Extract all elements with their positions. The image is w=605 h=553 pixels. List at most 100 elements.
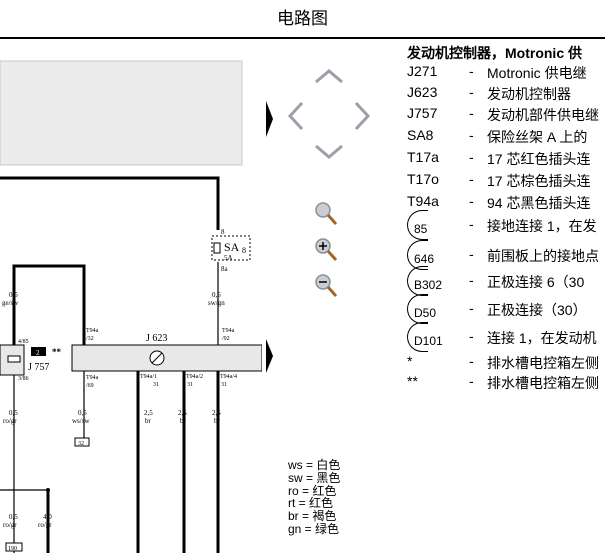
pin-t94a-4: T94a/4 (220, 374, 237, 380)
legend-panel: 发动机控制器，Motronic 供 J271 - Motronic 供电继 J6… (405, 41, 605, 401)
zoom-out-button[interactable] (312, 271, 340, 299)
color-code-item: br = 褐色 (288, 509, 337, 524)
legend-desc: 发动机控制器 (487, 86, 571, 102)
pan-up-icon (315, 69, 343, 84)
connection-circle-icon: 85 (407, 210, 439, 240)
wire-t94a-2-color: br (180, 417, 187, 425)
legend-title: 发动机控制器，Motronic 供 (407, 45, 582, 61)
wire-t94a-4-gauge: 2,5 (212, 409, 221, 417)
pan-down-icon (315, 144, 343, 159)
legend-row: J271 - Motronic 供电继 (407, 63, 587, 81)
wire-sa8-color: sw/gn (208, 299, 225, 307)
connection-circle-icon: B302 (407, 266, 442, 296)
legend-desc: 94 芯黑色插头连 (487, 195, 591, 211)
title-divider (0, 37, 605, 39)
legend-code: SA8 (407, 127, 434, 143)
zoom-fit-icon (315, 202, 338, 225)
wire-branch-a-color: ro/gr (3, 521, 17, 529)
relay-j757-stars: ** (52, 347, 62, 357)
fuse-sa8-name: SA (224, 240, 240, 254)
connection-circle-icon: D101 (407, 322, 443, 352)
legend-circled-row: 85 - 接地连接 1，在发 (407, 210, 605, 240)
legend-desc: 接地连接 1，在发 (487, 218, 597, 234)
legend-code: T17o (407, 171, 439, 187)
fuse-sa8-pin-top: 8 (221, 228, 225, 236)
legend-code: J757 (407, 105, 438, 121)
legend-code: J271 (407, 63, 438, 79)
fuse-sa8-sub: 8 (242, 246, 246, 255)
pin-t94a-69b: /69 (86, 383, 94, 389)
legend-note-mark: * (407, 353, 413, 369)
pan-right-button[interactable] (352, 101, 374, 131)
circuit-diagram[interactable]: SA 8 5A 8 8a 0,5 sw/gn 0,5 ge/sw J 623 T… (0, 39, 262, 553)
legend-row: T94a - 94 芯黑色插头连 (407, 193, 591, 211)
pan-down-button[interactable] (314, 139, 344, 165)
wire-t94a-69-color: ws/sw (72, 417, 90, 425)
pan-left-icon (287, 101, 304, 131)
zoom-fit-button[interactable] (312, 199, 340, 227)
relay-j757-num: 2 (36, 349, 40, 357)
ecu-j623-label: J 623 (146, 333, 167, 344)
legend-code: T94a (407, 193, 439, 209)
next-page-button[interactable] (262, 337, 278, 377)
collapse-left-button[interactable] (262, 97, 278, 141)
legend-circled-row: D101 - 连接 1，在发动机 (407, 322, 605, 352)
color-code-item: rt = 红色 (288, 496, 334, 511)
wire-branch-b-color: ro/gr (38, 521, 52, 529)
pan-left-button[interactable] (286, 101, 308, 131)
color-code-list: ws = 白色 sw = 黑色 ro = 红色 rt = 红色 br = 褐色 … (288, 459, 340, 536)
component-block (0, 60, 243, 166)
legend-code: J623 (407, 84, 438, 100)
wire-t94a-69-gauge: 0,5 (78, 409, 87, 417)
legend-note-row: ** - 排水槽电控箱左侧 (407, 373, 599, 391)
zoom-out-icon (315, 274, 338, 297)
legend-row: J623 - 发动机控制器 (407, 84, 571, 102)
pan-right-icon (354, 101, 371, 131)
color-code-item: ws = 白色 (288, 458, 341, 472)
fuse-sa8-element (213, 242, 221, 254)
legend-desc: 保险丝架 A 上的 (487, 129, 588, 145)
pin-t94a-32: T94a (86, 328, 99, 334)
collapse-left-arrow-icon (266, 101, 273, 137)
legend-circled-row: D50 - 正极连接（30） (407, 294, 605, 324)
legend-desc: 正极连接（30） (487, 302, 587, 318)
navigation-panel (262, 39, 402, 553)
pin-t94a-2: T94a/2 (186, 374, 203, 380)
wire-j757-out-color: ro/gr (3, 417, 17, 425)
ecu-j623 (71, 344, 262, 372)
legend-desc: 排水槽电控箱左侧 (487, 355, 599, 371)
legend-row: SA8 - 保险丝架 A 上的 (407, 127, 588, 145)
pin-t94a-1: T94a/1 (140, 374, 157, 380)
pin-t94a-4b: 31 (221, 382, 227, 388)
zoom-in-icon (315, 238, 338, 261)
next-page-arrow-icon (266, 339, 273, 373)
wire-branch-b-gauge: 4,0 (43, 513, 52, 521)
legend-note-row: * - 排水槽电控箱左侧 (407, 353, 599, 371)
legend-desc: 排水槽电控箱左侧 (487, 375, 599, 391)
legend-desc: 17 芯红色插头连 (487, 151, 591, 167)
color-code-item: ro = 红色 (288, 483, 337, 498)
wire-ref-32-num: 32 (78, 441, 84, 447)
pan-up-button[interactable] (314, 63, 344, 89)
pin-t94a-2b: 31 (187, 382, 193, 388)
wire-j757-feed (12, 264, 86, 345)
relay-j757-label: J 757 (28, 362, 49, 373)
wire-ref-32 (74, 437, 90, 447)
pin-t94a-32b: /32 (86, 336, 94, 342)
wire-ref-190-num: 190 (8, 546, 17, 552)
connection-circle-icon: D50 (407, 294, 439, 324)
wire-t94a-1-gauge: 2,5 (144, 409, 153, 417)
legend-note-mark: ** (407, 373, 418, 389)
wire-j757-out-gauge: 0,5 (9, 409, 18, 417)
zoom-in-button[interactable] (312, 235, 340, 263)
legend-code: T17a (407, 149, 439, 165)
legend-circled-row: B302 - 正极连接 6（30 (407, 266, 605, 296)
color-code-item: gn = 绿色 (288, 521, 340, 536)
relay-pin-4-85: 4/85 (18, 339, 29, 345)
legend-desc: 发动机部件供电继 (487, 107, 599, 123)
wire-main-feed (0, 176, 220, 230)
legend-desc: 17 芯棕色插头连 (487, 173, 591, 189)
wire-t94a-1-color: br (145, 417, 152, 425)
wire-j757-gauge: 0,5 (9, 291, 18, 299)
wire-sa8-gauge: 0,5 (212, 291, 221, 299)
